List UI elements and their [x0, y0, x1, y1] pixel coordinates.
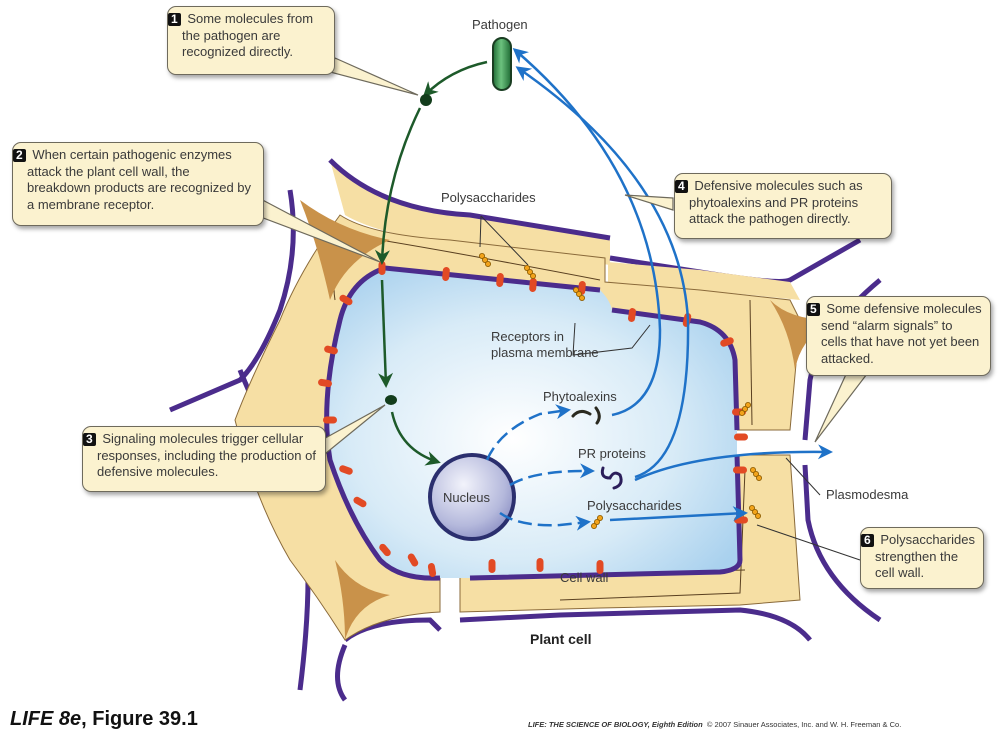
callout-3-number: 3 [83, 433, 96, 446]
receptor [378, 261, 386, 275]
polysaccharide-unit [527, 268, 534, 275]
polysaccharide-unit [579, 294, 586, 301]
polysaccharide-unit [745, 401, 752, 408]
polysaccharide-unit [481, 256, 488, 263]
polysaccharide-unit [756, 474, 763, 481]
polysaccharide-unit [484, 260, 491, 267]
receptor [488, 559, 496, 573]
polysaccharide-unit [753, 470, 760, 477]
callout-2-number: 2 [13, 149, 26, 162]
pathogen-molecule-dot [420, 94, 432, 106]
callout-2-text: When certain pathogenic enzymes attack t… [27, 147, 252, 212]
polysaccharide-unit [573, 286, 580, 293]
callout-4-text: Defensive molecules such as phytoalexins… [689, 178, 863, 226]
label-polysaccharides-wall: Polysaccharides [441, 190, 536, 205]
polysaccharide-chains [478, 252, 763, 530]
receptor [407, 553, 419, 567]
polysaccharide-unit [591, 523, 598, 530]
arrow-to-pr-proteins [509, 463, 595, 487]
callout-5-number: 5 [807, 303, 820, 316]
polysaccharide-unit [752, 508, 759, 515]
receptor [427, 563, 437, 577]
label-plant-cell: Plant cell [530, 631, 592, 647]
polysaccharide-unit [749, 504, 756, 511]
polysaccharide-unit [478, 252, 485, 259]
callout-6-text: Polysaccharides strengthen the cell wall… [875, 532, 975, 580]
receptor [496, 273, 504, 287]
polysaccharide-unit [576, 290, 583, 297]
polysaccharides-to-wall-arrow [609, 506, 748, 522]
receptor [442, 267, 450, 281]
callout-5-text: Some defensive molecules send “alarm sig… [821, 301, 982, 366]
receptor [596, 560, 604, 574]
callout-6: 6 Polysaccharides strengthen the cell wa… [860, 527, 984, 589]
receptor [720, 337, 734, 347]
leader-lines [479, 215, 861, 561]
arrow-to-polysaccharides [499, 511, 591, 531]
membrane-receptors [318, 261, 748, 577]
callout-1: 1 Some molecules from the pathogen are r… [167, 6, 335, 75]
signaling-molecule [385, 395, 397, 405]
receptor [339, 294, 353, 306]
callout-3: 3 Signaling molecules trigger cellular r… [82, 426, 326, 492]
credit-title: LIFE: THE SCIENCE OF BIOLOGY, Eighth Edi… [528, 720, 703, 729]
receptor [339, 465, 353, 475]
polysaccharide-unit [594, 519, 601, 526]
figure-credit: LIFE: THE SCIENCE OF BIOLOGY, Eighth Edi… [528, 720, 901, 729]
callout-2: 2 When certain pathogenic enzymes attack… [12, 142, 264, 226]
callout-4: 4 Defensive molecules such as phytoalexi… [674, 173, 892, 239]
receptor [733, 466, 747, 474]
receptor [536, 558, 544, 572]
label-phytoalexins: Phytoalexins [543, 389, 617, 404]
plasma-membrane-right [469, 307, 743, 581]
polysaccharide-unit [742, 405, 749, 412]
nucleus [428, 453, 516, 541]
signal-arrow-1 [422, 60, 488, 98]
pr-protein-molecule [600, 466, 623, 490]
signal-arrow-3 [378, 279, 394, 388]
receptor [379, 543, 391, 557]
polysaccharide-unit [597, 515, 604, 522]
alarm-signal-arrow [634, 444, 833, 482]
receptor [734, 433, 748, 441]
label-polysaccharides-cytoplasm: Polysaccharides [587, 498, 682, 513]
signal-arrow-4 [390, 411, 441, 466]
label-pr-proteins: PR proteins [578, 446, 646, 461]
callout-1-number: 1 [168, 13, 181, 26]
credit-copyright: © 2007 Sinauer Associates, Inc. and W. H… [706, 720, 902, 729]
label-receptors-line1: Receptors in [491, 329, 564, 344]
callout-6-number: 6 [861, 534, 874, 547]
phytoalexin-molecule [571, 406, 601, 425]
receptor [734, 516, 748, 524]
figure-caption: LIFE 8e, Figure 39.1 [10, 708, 198, 731]
pr-proteins-to-pathogen [515, 66, 690, 479]
receptor [628, 308, 636, 322]
receptor [318, 378, 332, 388]
receptor [324, 345, 338, 355]
label-receptors-line2: plasma membrane [491, 345, 599, 360]
polysaccharide-unit [750, 466, 757, 473]
callout-3-text: Signaling molecules trigger cellular res… [97, 431, 316, 479]
signal-arrow-2 [374, 107, 422, 265]
receptor [529, 278, 537, 292]
polysaccharide-unit [524, 264, 531, 271]
receptor [323, 416, 337, 424]
caption-figure-number: , Figure 39.1 [81, 708, 198, 730]
callout-4-number: 4 [675, 180, 688, 193]
pathogen-cell [492, 37, 512, 91]
arrow-to-phytoalexins [485, 404, 571, 461]
label-plasmodesma: Plasmodesma [826, 487, 909, 502]
label-cell-wall: Cell wall [560, 570, 609, 585]
label-nucleus: Nucleus [443, 490, 490, 505]
callout-5: 5 Some defensive molecules send “alarm s… [806, 296, 991, 376]
caption-book: LIFE 8e [10, 708, 82, 730]
middle-lamella [300, 200, 830, 640]
callout-1-text: Some molecules from the pathogen are rec… [182, 11, 314, 59]
polysaccharide-unit [739, 409, 746, 416]
label-pathogen: Pathogen [472, 17, 528, 32]
polysaccharide-unit [530, 272, 537, 279]
receptor [353, 496, 367, 508]
polysaccharide-unit [755, 513, 762, 520]
